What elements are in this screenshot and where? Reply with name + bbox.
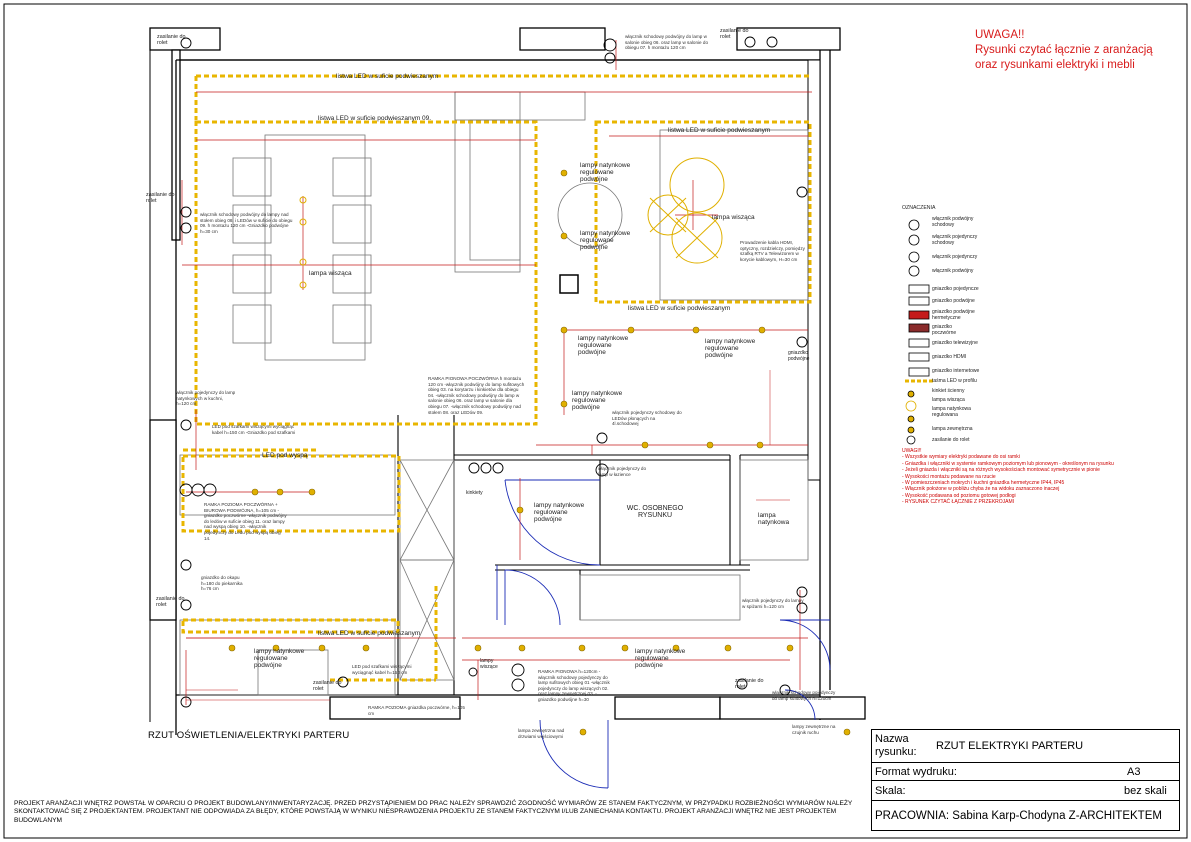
note-led-cabinet: LED pod szafkami wiszącymi wyciągnąć kab… [212, 424, 296, 435]
title-studio: PRACOWNIA: Sabina Karp-Chodyna Z-ARCHITE… [875, 810, 1162, 822]
label-spots-row: lampy natynkowe regulowane podwójne [578, 335, 629, 356]
sheet-border [3, 3, 1188, 839]
note-frame-vertical: RAMKA PIONOWA POCZWÓRNA h montażu 120 cm… [428, 376, 525, 415]
spot-lamps [228, 169, 851, 736]
label-led-salon: listwa LED w suficie podwieszanym [668, 127, 771, 134]
note-item: - Wszystkie wymiary elektryki podawane d… [902, 454, 1020, 461]
legend-item: gniazdko poczwórne [932, 324, 957, 336]
label-pendant-dining: lampa wisząca [309, 270, 352, 277]
note-socket-window: gniazdko do okapu h=180 do piekarnika h=… [201, 575, 243, 592]
legend-item: włącznik pojedynczy schodowy [932, 234, 978, 246]
note-hdmi: Prowadzenie kabla HDMI, optyczny, rozdzi… [740, 240, 805, 262]
legend-item: gniazdko podwójne hermetyczne [932, 309, 975, 321]
legend-item: lampa natynkowa regulowana [932, 406, 971, 418]
note-item: - Wysokość podawana od poziomu gotowej p… [902, 492, 1016, 499]
legend-item: lampa zewnętrzna [932, 426, 973, 432]
label-blind-1: zasilanie do rolet [157, 34, 186, 46]
legend-item: gniazdko internetowe [932, 368, 980, 374]
note-switch-dining: włącznik schodowy podwójny do lampy nad … [200, 212, 293, 234]
note-switch-stairs: włącznik schodowy pojedynczy do lamp suf… [772, 690, 836, 701]
note-item: - Jeżeli gniazda i włączniki są na różny… [902, 467, 1100, 474]
legend-title: OZNACZENIA [902, 205, 936, 211]
note-item: - Wysokości montażu podawane na rzucie [902, 473, 996, 480]
label-spots-kitchen-bottom: lampy natynkowe regulowane podwójne [254, 648, 305, 669]
interior-walls [397, 415, 820, 695]
legend-item: kinkiet ścienny [932, 388, 965, 394]
note-lamp-outdoor: lampa zewnętrzna nad drzwiami wejściowym… [518, 728, 565, 739]
notes: UWAGI!! - Wszystkie wymiary elektryki po… [902, 448, 1114, 506]
legend-symbols [905, 219, 933, 445]
drawing-title: RZUT OŚWIETLENIA/ELEKTRYKI PARTERU [148, 730, 350, 741]
note-item: - W pomieszczeniach mokrych i kuchni gni… [902, 480, 1065, 487]
title-name-label-1: Nazwa [875, 733, 909, 745]
title-block: Nazwa rysunku: RZUT ELEKTRYKI PARTERU Fo… [871, 729, 1180, 831]
label-blind-3: zasilanie do rolet [156, 596, 185, 608]
legend-item: włącznik podwójny [932, 268, 974, 274]
title-scale-label: Skala: [875, 785, 906, 797]
note-switch-salon: włącznik schodowy podwójny do lamp w sal… [625, 34, 708, 51]
title-format-value: A3 [1127, 766, 1141, 778]
note-frame-horizontal: RAMKA POZIOMA POCZWÓRNA + BIUROWA PODWÓJ… [204, 502, 287, 541]
label-blind-5: zasilanie do rolet [720, 28, 749, 40]
legend-item: gniazdko podwójne [932, 298, 975, 304]
note-switch-wc: włącznik pojedynczy schodowy do LEDów pł… [612, 410, 682, 427]
title-scale-value: bez skali [1124, 785, 1167, 797]
label-kinkiety: kinkiety [466, 490, 483, 496]
legend-item: gniazdko pojedyncze [932, 286, 979, 292]
label-spots-row-2: lampy natynkowe regulowane podwójne [705, 338, 756, 359]
legend-item: włącznik pojedynczy [932, 254, 978, 260]
label-led-island: LED pod wyspą [262, 452, 308, 459]
doors [496, 479, 831, 789]
pendant-lamps [299, 157, 725, 289]
note-item: - Gniazdka i włączniki w systemie ramkow… [902, 460, 1114, 467]
label-led-salon-bottom: listwa LED w suficie podwieszanym [628, 305, 731, 312]
legend-item: gniazdko telewizyjne [932, 340, 978, 346]
warning-line-2: Rysunki czytać łącznie z aranżacją [975, 44, 1153, 56]
switch-symbols [179, 36, 808, 708]
note-frame-horizontal-2: RAMKA POZIOMA gniazdka poczwórne, h=105 … [368, 705, 465, 716]
note-switch-kitchen: włącznik pojedynczy do lamp natynkowych … [176, 390, 236, 407]
label-spots-wc: lampy natynkowe regulowane podwójne [534, 502, 585, 523]
note-frame-hall: RAMKA PIONOWA h=120cm -włącznik schodowy… [538, 669, 610, 702]
warning-title: UWAGA!! [975, 29, 1025, 41]
label-pendant-salon: lampa wisząca [712, 214, 755, 221]
notes-title: UWAGI!! [902, 448, 922, 454]
warning-line-3: oraz rysunkami elektryki i mebli [975, 59, 1135, 71]
label-blind-6: zasilanie do rolet [735, 678, 764, 690]
title-format-label: Format wydruku: [875, 766, 957, 778]
note-item: - Włącznik położone w pobliżu chyba że n… [902, 486, 1060, 493]
legend-item: lampa wisząca [932, 397, 965, 403]
label-pendants-hall: lampy wiszące [480, 658, 498, 670]
label-led-kitchen: listwa LED w suficie podwieszanym [318, 630, 421, 637]
label-socket-tv: gniazdko podwójne [788, 350, 810, 362]
label-spots-salon: lampy natynkowe regulowane podwójne [580, 162, 631, 183]
warning-note: UWAGA!! Rysunki czytać łącznie z aranżac… [975, 28, 1153, 73]
note-switch-pantry: włącznik pojedynczy do lampy w spiżarni … [742, 598, 804, 609]
label-blind-4: zasilanie do rolet [313, 680, 342, 692]
label-spots-hall: lampy natynkowe regulowane podwójne [635, 648, 686, 669]
legend-item: gniazdko HDMI [932, 354, 967, 360]
label-spots-kitchen: lampy natynkowe regulowane podwójne [572, 390, 623, 411]
label-led-dining: listwa LED w suficie podwieszanym 09. [318, 115, 432, 122]
note-lamp-outdoor-2: lampy zewnętrzne na czujnik ruchu [792, 724, 836, 735]
note-switch-bath: włącznik pojedynczy do lamp w łazience [598, 466, 647, 477]
disclaimer: PROJEKT ARANŻACJI WNĘTRZ POWSTAŁ W OPARC… [14, 800, 853, 824]
title-name-value: RZUT ELEKTRYKI PARTERU [936, 740, 1084, 752]
legend-item: taśma LED w profilu [932, 378, 977, 384]
dimension-lines [186, 370, 790, 701]
label-lamp-pantry: lampa natynkowa [758, 512, 790, 526]
label-blind-2: zasilanie do rolet [146, 192, 175, 204]
legend-item: włącznik podwójny schodowy [932, 216, 974, 228]
label-spots-salon-2: lampy natynkowe regulowane podwójne [580, 230, 631, 251]
note-led-cabinet-2: LED pod szafkami wiszącymi wyciągnąć kab… [352, 664, 412, 675]
label-led-top: listwa LED w suficie podwieszanym [336, 73, 439, 80]
led-strips [181, 74, 812, 682]
title-name-label-2: rysunku: [875, 746, 917, 758]
outer-walls [149, 27, 866, 735]
wiring [181, 40, 812, 705]
label-wc: WC. OSOBNEGO RYSUNKU [626, 505, 684, 519]
legend-item: zasilanie do rolet [932, 437, 970, 443]
note-item: - RYSUNEK CZYTAĆ ŁĄCZNIE Z PRZEKROJAMI [902, 499, 1015, 506]
